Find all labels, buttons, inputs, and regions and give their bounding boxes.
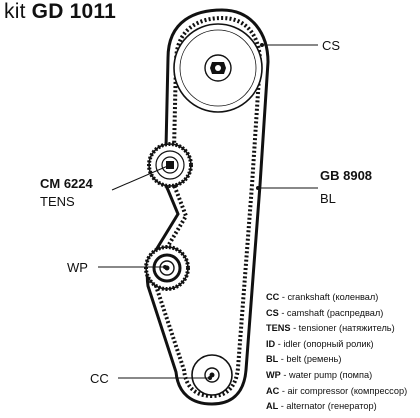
- water-pump-pulley: [144, 245, 190, 291]
- legend-item-bl: BL - belt (ремень): [266, 354, 342, 365]
- legend-item-tens: TENS - tensioner (натяжитель): [266, 323, 395, 334]
- legend-item-wp: WP - water pump (помпа): [266, 369, 373, 380]
- crankshaft-pulley: [191, 354, 233, 396]
- label-wp: WP: [67, 260, 88, 275]
- label-belt-role: BL: [320, 191, 336, 206]
- belt-teeth: [153, 15, 263, 399]
- label-cs: CS: [322, 38, 341, 53]
- kit-title: kit GD 1011: [4, 0, 116, 24]
- camshaft-pulley: [173, 23, 263, 113]
- legend-item-al: AL - alternator (генератор): [266, 401, 377, 412]
- belt-outer: [145, 8, 270, 406]
- kit-code: GD 1011: [31, 0, 116, 23]
- label-belt-part: GB 8908: [320, 168, 373, 183]
- leader-tensioner: [111, 164, 171, 191]
- legend-item-ac: AC - air compressor (компрессор): [266, 385, 408, 396]
- legend-item-id: ID - idler (опорный ролик): [266, 338, 374, 349]
- label-cc: CC: [90, 371, 109, 386]
- legend-item-cs: CS - camshaft (распредвал): [266, 307, 384, 318]
- legend-item-cc: CC - crankshaft (коленвал): [266, 292, 379, 302]
- kit-prefix: kit: [4, 0, 26, 23]
- label-tensioner-part: CM 6224: [40, 176, 93, 191]
- legend: CC - crankshaft (коленвал) CS - camshaft…: [266, 290, 407, 415]
- label-tensioner-role: TENS: [40, 194, 75, 209]
